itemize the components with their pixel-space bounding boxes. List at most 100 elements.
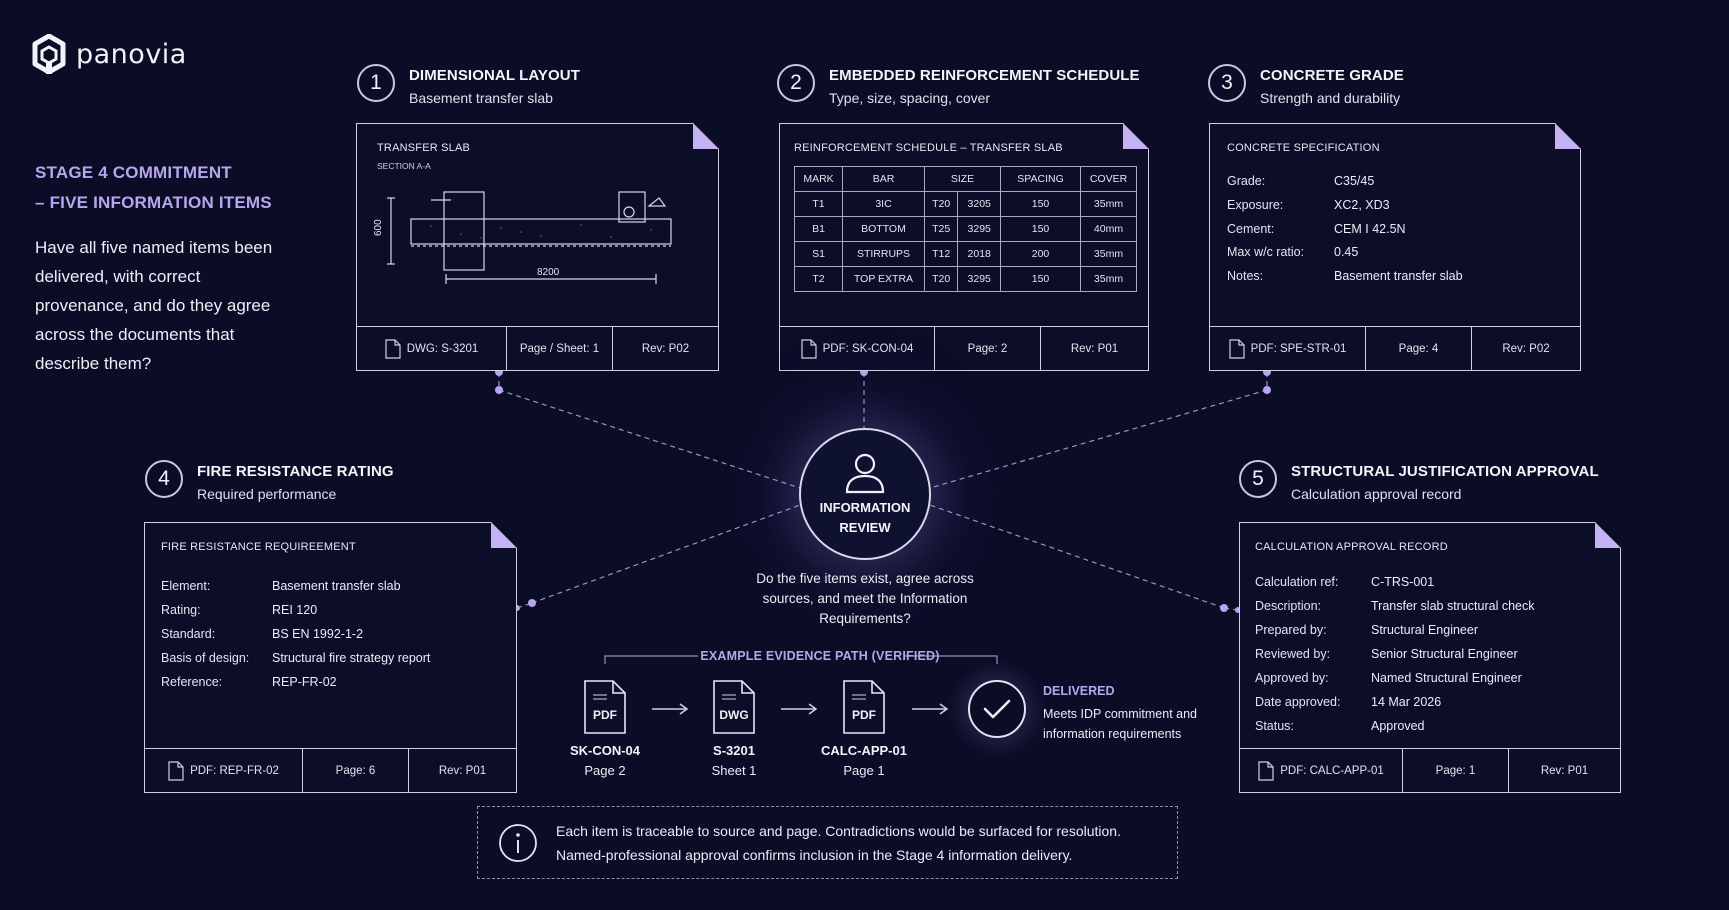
item-1-card[interactable]: TRANSFER SLAB SECTION A-A 600 8200 DWG: … [356,123,719,371]
cell: 150 [1000,266,1081,292]
item-3-title: CONCRETE GRADE [1260,67,1404,84]
evidence-doc-location: Page 2 [584,763,626,778]
info-icon [499,823,537,862]
field-grade: Grade:C35/45 [1227,174,1375,188]
stage-question: Have all five named items been delivered… [35,238,273,373]
source-doc[interactable]: PDF: CALC-APP-01 [1240,749,1403,792]
field-cement: Cement:CEM I 42.5N [1227,222,1406,236]
information-review-hub[interactable]: INFORMATION REVIEW [799,428,931,560]
page-fold-icon [1595,522,1621,548]
source-rev: Rev: P01 [1070,342,1119,355]
item-4-title: FIRE RESISTANCE RATING [197,463,394,480]
arrow-right-icon [652,703,689,715]
cell: BOTTOM [842,216,925,242]
card-label: FIRE RESISTANCE REQUIREEMENT [161,541,356,553]
hub-label-line2: REVIEW [839,520,891,535]
evidence-bracket [604,655,998,664]
evidence-doc-name: S-3201 [713,743,755,758]
item-5-card[interactable]: CALCULATION APPROVAL RECORD Calculation … [1239,522,1621,793]
arrow-right-icon [781,703,818,715]
item-2-footer: PDF: SK-CON-04 Page: 2 Rev: P01 [780,326,1148,370]
stage-title-line1: STAGE 4 COMMITMENT [35,163,232,182]
cell: 35mm [1080,266,1137,292]
source-doc[interactable]: PDF: SPE-STR-01 [1210,327,1366,370]
brand-logo[interactable]: panovia [32,34,187,74]
table-row: T1 3IC T20 3205 150 35mm [794,191,1137,217]
cell: T1 [794,191,843,217]
hub-label-line1: INFORMATION [819,500,911,515]
item-4-card[interactable]: FIRE RESISTANCE REQUIREEMENT Element:Bas… [144,522,517,793]
card-label: TRANSFER SLAB [377,142,471,154]
cell: 3IC [842,191,925,217]
item-1-header: 1 DIMENSIONAL LAYOUT Basement transfer s… [357,64,580,106]
field-notes: Notes:Basement transfer slab [1227,269,1463,283]
evidence-doc-3[interactable]: PDF CALC-APP-01 Page 1 [814,679,914,781]
item-4-number: 4 [145,460,183,498]
source-doc[interactable]: DWG: S-3201 [357,327,507,370]
item-1-title: DIMENSIONAL LAYOUT [409,67,580,84]
evidence-doc-name: SK-CON-04 [569,743,641,758]
item-2-card[interactable]: REINFORCEMENT SCHEDULE – TRANSFER SLAB M… [779,123,1149,371]
table-header-row: MARK BAR SIZE SPACING COVER [794,166,1137,192]
source-doc[interactable]: PDF: SK-CON-04 [780,327,935,370]
checkmark-icon [983,699,1011,719]
page-fold-icon [1123,123,1149,149]
source-doc-label: PDF: SPE-STR-01 [1250,342,1347,355]
cell: T2 [794,266,843,292]
delivered-check [968,680,1026,738]
card-label: CALCULATION APPROVAL RECORD [1255,541,1448,553]
source-rev: Rev: P01 [1540,764,1589,777]
page-fold-icon [693,123,719,149]
source-doc[interactable]: PDF: REP-FR-02 [145,749,303,792]
evidence-path-title: EXAMPLE EVIDENCE PATH (VERIFIED) [700,649,940,663]
source-doc-label: DWG: S-3201 [406,342,479,355]
evidence-doc-name: CALC-APP-01 [821,743,907,758]
info-line-2: Named-professional approval confirms inc… [556,846,1073,863]
cell: 35mm [1080,191,1137,217]
arrow-right-icon [912,703,949,715]
slab-section-drawing: 600 8200 [373,191,672,284]
item-3-number: 3 [1208,64,1246,102]
item-3-card[interactable]: CONCRETE SPECIFICATION Grade:C35/45 Expo… [1209,123,1581,371]
source-doc-label: PDF: SK-CON-04 [822,342,914,355]
source-page: Page / Sheet: 1 [507,327,613,370]
field-approved-by: Approved by:Named Structural Engineer [1255,671,1522,685]
col-header: SIZE [924,166,1001,192]
item-3-footer: PDF: SPE-STR-01 Page: 4 Rev: P02 [1210,326,1580,370]
item-1-footer: DWG: S-3201 Page / Sheet: 1 Rev: P02 [357,326,718,370]
person-icon [845,453,885,494]
table-row: B1 BOTTOM T25 3295 150 40mm [794,216,1137,242]
col-header: BAR [842,166,925,192]
item-1-subtitle: Basement transfer slab [409,90,553,106]
cell: T20 [923,191,959,217]
item-4-header: 4 FIRE RESISTANCE RATING Required perfor… [145,460,394,502]
col-header: COVER [1080,166,1137,192]
col-header: SPACING [1000,166,1081,192]
cell: STIRRUPS [842,241,925,267]
item-4-subtitle: Required performance [197,486,337,502]
field-status: Status:Approved [1255,719,1425,733]
card-sublabel: SECTION A-A [377,161,431,171]
cell: 150 [1000,216,1081,242]
source-doc-label: PDF: REP-FR-02 [190,764,279,777]
cell: 35mm [1080,241,1137,267]
item-3-header: 3 CONCRETE GRADE Strength and durability [1208,64,1404,106]
field-prepared-by: Prepared by:Structural Engineer [1255,623,1479,637]
hub-label: INFORMATION REVIEW [820,498,911,538]
panovia-logo-icon [32,34,66,74]
card-label: REINFORCEMENT SCHEDULE – TRANSFER SLAB [794,142,1063,154]
cell: T12 [923,241,959,267]
item-2-header: 2 EMBEDDED REINFORCEMENT SCHEDULE Type, … [777,64,1140,106]
document-icon [385,338,401,359]
item-2-subtitle: Type, size, spacing, cover [829,90,991,106]
item-4-footer: PDF: REP-FR-02 Page: 6 Rev: P01 [145,748,516,792]
item-3-subtitle: Strength and durability [1260,90,1401,106]
evidence-doc-1[interactable]: PDF SK-CON-04 Page 2 [563,679,647,781]
cell: S1 [794,241,843,267]
stage-title-line2: – FIVE INFORMATION ITEMS [35,193,272,212]
cell: T20 [923,266,959,292]
evidence-doc-2[interactable]: DWG S-3201 Sheet 1 [692,679,776,781]
source-rev: Rev: P01 [438,764,487,777]
cell: 40mm [1080,216,1137,242]
